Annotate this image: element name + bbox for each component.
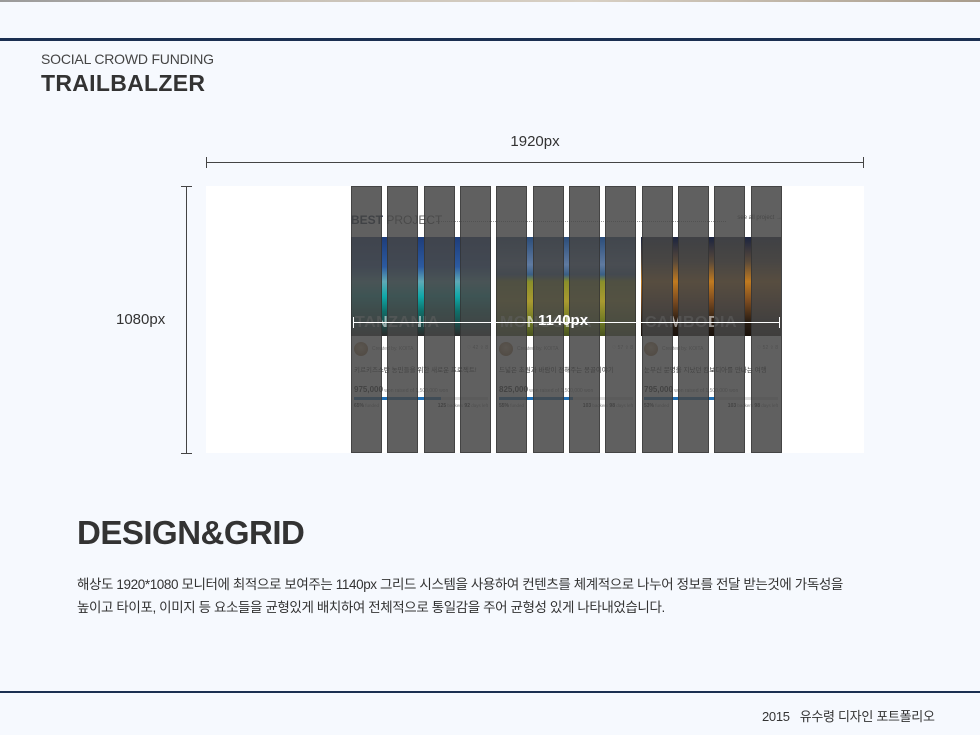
height-dimension-label: 1080px xyxy=(116,311,166,328)
grid-span-line xyxy=(353,322,780,323)
top-image-edge xyxy=(0,0,980,2)
grid-column-2 xyxy=(387,186,418,453)
grid-column-5 xyxy=(496,186,527,453)
grid-column-7 xyxy=(569,186,600,453)
grid-span-cap-right xyxy=(779,317,780,328)
footer-text: 유수령 디자인 포트폴리오 xyxy=(799,709,935,724)
grid-column-12 xyxy=(751,186,782,453)
height-dimension-cap-top xyxy=(181,186,192,187)
section-description: 해상도 1920*1080 모니터에 최적으로 보여주는 1140px 그리드 … xyxy=(77,573,917,619)
project-subtitle: SOCIAL CROWD FUNDING xyxy=(41,51,214,67)
footer-divider xyxy=(0,691,980,693)
width-dimension-label: 1920px xyxy=(510,133,560,150)
height-dimension-cap-bottom xyxy=(181,453,192,454)
description-line-2: 높이고 타이포, 이미지 등 요소들을 균형있게 배치하여 전체적으로 통일감을… xyxy=(77,600,665,615)
width-dimension-line xyxy=(206,162,864,163)
header-divider xyxy=(0,38,980,41)
grid-column-6 xyxy=(533,186,564,453)
project-title: TRAILBALZER xyxy=(41,70,206,96)
footer-year: 2015 xyxy=(762,709,790,724)
grid-column-9 xyxy=(642,186,673,453)
grid-column-1 xyxy=(351,186,382,453)
grid-column-4 xyxy=(460,186,491,453)
grid-column-10 xyxy=(678,186,709,453)
section-title: DESIGN&GRID xyxy=(77,514,305,551)
grid-column-3 xyxy=(424,186,455,453)
footer: 2015 유수령 디자인 포트폴리오 xyxy=(762,706,935,725)
grid-span-cap-left xyxy=(353,317,354,328)
height-dimension-line xyxy=(186,186,187,454)
grid-span-label: 1140px xyxy=(538,312,589,329)
width-dimension-cap-right xyxy=(863,157,864,168)
grid-column-8 xyxy=(605,186,636,453)
width-dimension-cap-left xyxy=(206,157,207,168)
description-line-1: 해상도 1920*1080 모니터에 최적으로 보여주는 1140px 그리드 … xyxy=(77,577,843,592)
grid-column-11 xyxy=(714,186,745,453)
